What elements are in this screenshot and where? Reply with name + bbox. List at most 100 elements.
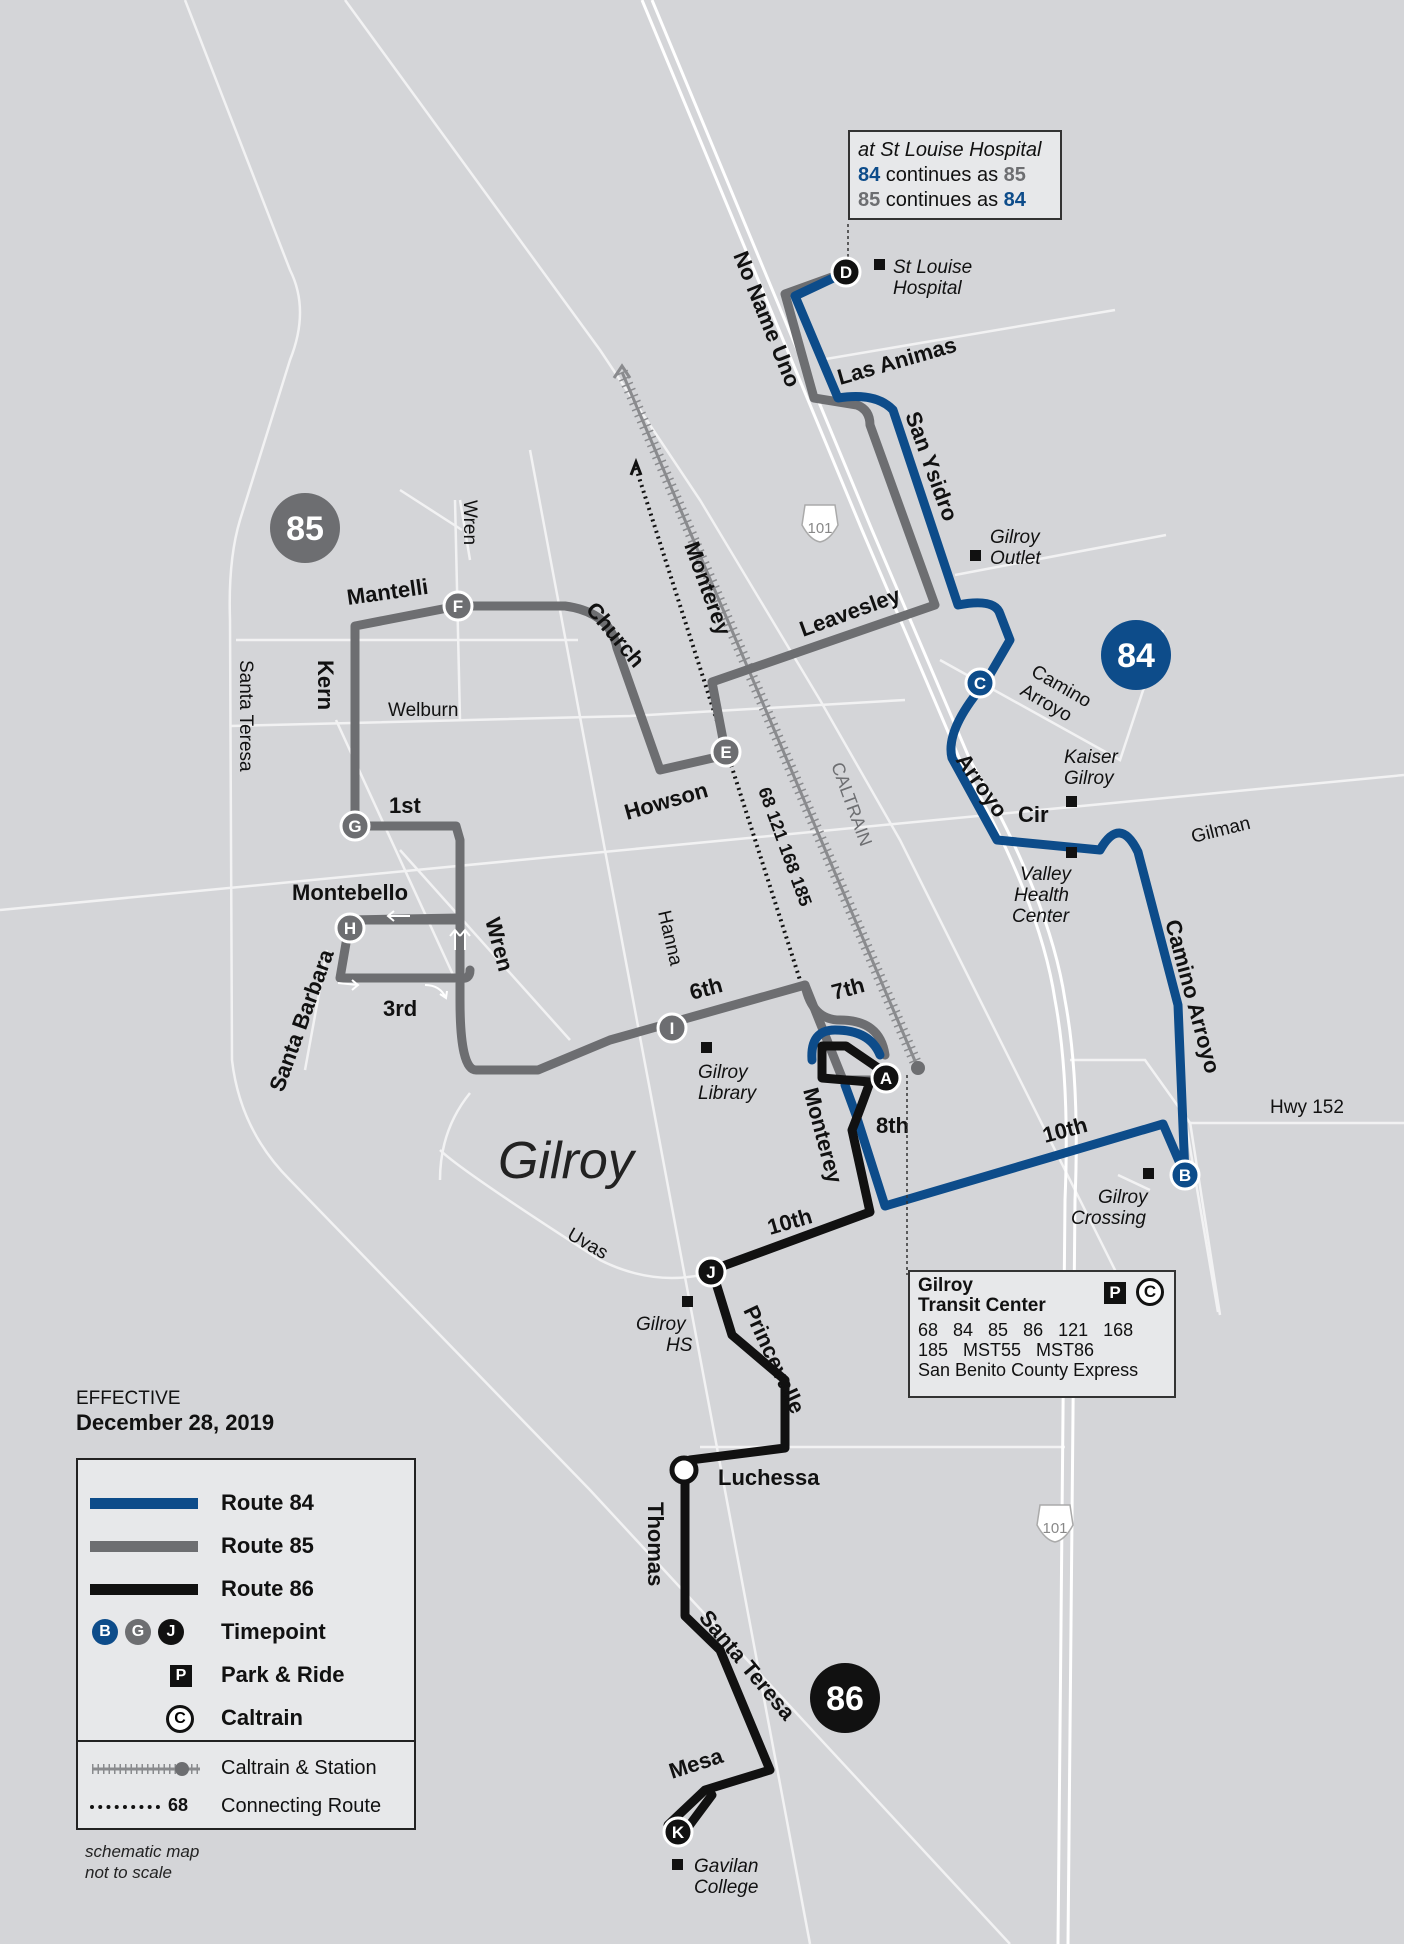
label-montebello: Montebello <box>292 880 408 905</box>
route-86-line <box>663 1041 889 1843</box>
timepoint-g-text: G <box>348 817 361 836</box>
timepoint-a: A <box>870 1062 902 1094</box>
direction-arrows <box>337 910 471 1000</box>
label-caltrain: CALTRAIN <box>827 760 876 849</box>
highway-101 <box>640 0 1078 1944</box>
route-badge-86-text: 86 <box>826 1680 864 1718</box>
legend-caltrain-icon: C <box>166 1705 194 1733</box>
outlet-line2: Outlet <box>990 548 1041 569</box>
legend-tp-g: G <box>125 1619 151 1645</box>
legend-timepoint-label: Timepoint <box>221 1619 326 1644</box>
label-kern: Kern <box>313 660 338 710</box>
label-mesa: Mesa <box>666 1743 727 1784</box>
label-8th: 8th <box>876 1113 909 1138</box>
timepoint-g: G <box>339 810 371 842</box>
schematic-note: schematic map not to scale <box>85 1841 199 1883</box>
label-3rd: 3rd <box>383 996 417 1021</box>
park-ride-icon: P <box>1104 1282 1126 1304</box>
timepoint-h-text: H <box>344 919 356 938</box>
line1-route: 84 <box>858 164 881 186</box>
label-wren-top: Wren <box>459 500 480 545</box>
line1-text: continues as <box>880 164 1004 186</box>
label-luchessa: Luchessa <box>718 1465 820 1490</box>
legend-park-icon: P <box>170 1665 192 1687</box>
effective-date-value: December 28, 2019 <box>76 1410 275 1435</box>
label-mantelli: Mantelli <box>345 574 430 610</box>
transit-center-routes-3: San Benito County Express <box>918 1360 1139 1380</box>
label-camino-arroyo-right: Camino Arroyo <box>1160 917 1225 1076</box>
connecting-route <box>629 457 802 981</box>
timepoints: D C F E G H I A B J K <box>334 256 1201 1848</box>
transit-center-name-2: Transit Center <box>918 1295 1046 1316</box>
vhc-line2: Health <box>1014 885 1069 906</box>
legend-timepoint: B G J Timepoint <box>78 1617 414 1651</box>
route-85-line <box>335 267 940 1085</box>
timepoint-e: E <box>710 736 742 768</box>
outlet-line1: Gilroy <box>990 527 1041 548</box>
label-howson: Howson <box>621 777 710 825</box>
effective-label: EFFECTIVE <box>76 1388 181 1409</box>
city-label: Gilroy <box>498 1132 637 1190</box>
st-louise-callout-line1: 84 continues as 85 <box>858 163 1052 188</box>
timepoint-i: I <box>656 1012 688 1044</box>
vhc-line1: Valley <box>1020 864 1073 885</box>
crossing-line2: Crossing <box>1071 1208 1146 1229</box>
label-santa-barbara: Santa Barbara <box>264 945 339 1094</box>
st-louise-line2: Hospital <box>893 278 962 299</box>
legend-route85: Route 85 <box>78 1531 414 1565</box>
label-monterey-bottom: Monterey <box>798 1085 848 1187</box>
label-thomas: Thomas <box>643 1502 668 1586</box>
legend-caltrain-label: Caltrain <box>221 1705 303 1730</box>
route-badge-85-text: 85 <box>286 510 324 548</box>
label-camino-arroyo-top: CaminoArroyo <box>1017 661 1095 731</box>
legend-route86-swatch <box>90 1584 198 1595</box>
legend-route85-label: Route 85 <box>221 1533 314 1558</box>
hwy-101-label-south: 101 <box>1042 1520 1067 1537</box>
timepoint-d-text: D <box>840 263 852 282</box>
timepoint-j: J <box>695 1256 727 1288</box>
legend-park-ride: P Park & Ride <box>78 1660 414 1694</box>
label-las-animas: Las Animas <box>834 332 959 390</box>
vhc-line3: Center <box>1012 906 1070 927</box>
gavilan-line2: College <box>694 1877 758 1898</box>
caltrain-line <box>612 363 924 1071</box>
timepoint-i-text: I <box>670 1019 675 1038</box>
label-1st: 1st <box>389 793 421 818</box>
route-badge-86: 86 <box>810 1663 880 1733</box>
legend-connecting-label: Connecting Route <box>221 1795 382 1817</box>
caltrain-icon: C <box>1136 1278 1164 1306</box>
transit-center-name-1: Gilroy <box>918 1275 973 1296</box>
st-louise-callout-line2: 85 continues as 84 <box>858 188 1052 213</box>
timepoint-e-text: E <box>720 743 731 762</box>
label-cir: Cir <box>1018 802 1049 827</box>
route-badge-84-text: 84 <box>1117 637 1155 675</box>
legend-route86-label: Route 86 <box>221 1576 314 1601</box>
label-hanna: Hanna <box>653 908 686 968</box>
timepoint-k-text: K <box>672 1823 685 1842</box>
luchessa-stop <box>669 1455 699 1485</box>
timepoint-b: B <box>1169 1159 1201 1191</box>
effective-date: EFFECTIVE December 28, 2019 <box>76 1388 274 1436</box>
note-line2: not to scale <box>85 1863 172 1882</box>
label-10th-right: 10th <box>1040 1112 1090 1148</box>
legend-tp-j: J <box>158 1619 184 1645</box>
legend-connecting-swatch <box>90 1805 160 1809</box>
label-7th: 7th <box>829 972 867 1005</box>
timepoint-f: F <box>442 590 474 622</box>
legend-caltrain-station: Caltrain & Station <box>78 1754 414 1788</box>
note-line1: schematic map <box>85 1842 200 1861</box>
line2-text: continues as <box>880 189 1004 211</box>
legend-divider <box>78 1740 414 1742</box>
timepoint-a-text: A <box>880 1069 892 1088</box>
legend-connecting: 68 Connecting Route <box>78 1793 414 1827</box>
timepoint-j-text: J <box>706 1263 715 1282</box>
legend-tp-b: B <box>92 1619 118 1645</box>
hwy-101-shield-north: 101 <box>801 504 839 543</box>
